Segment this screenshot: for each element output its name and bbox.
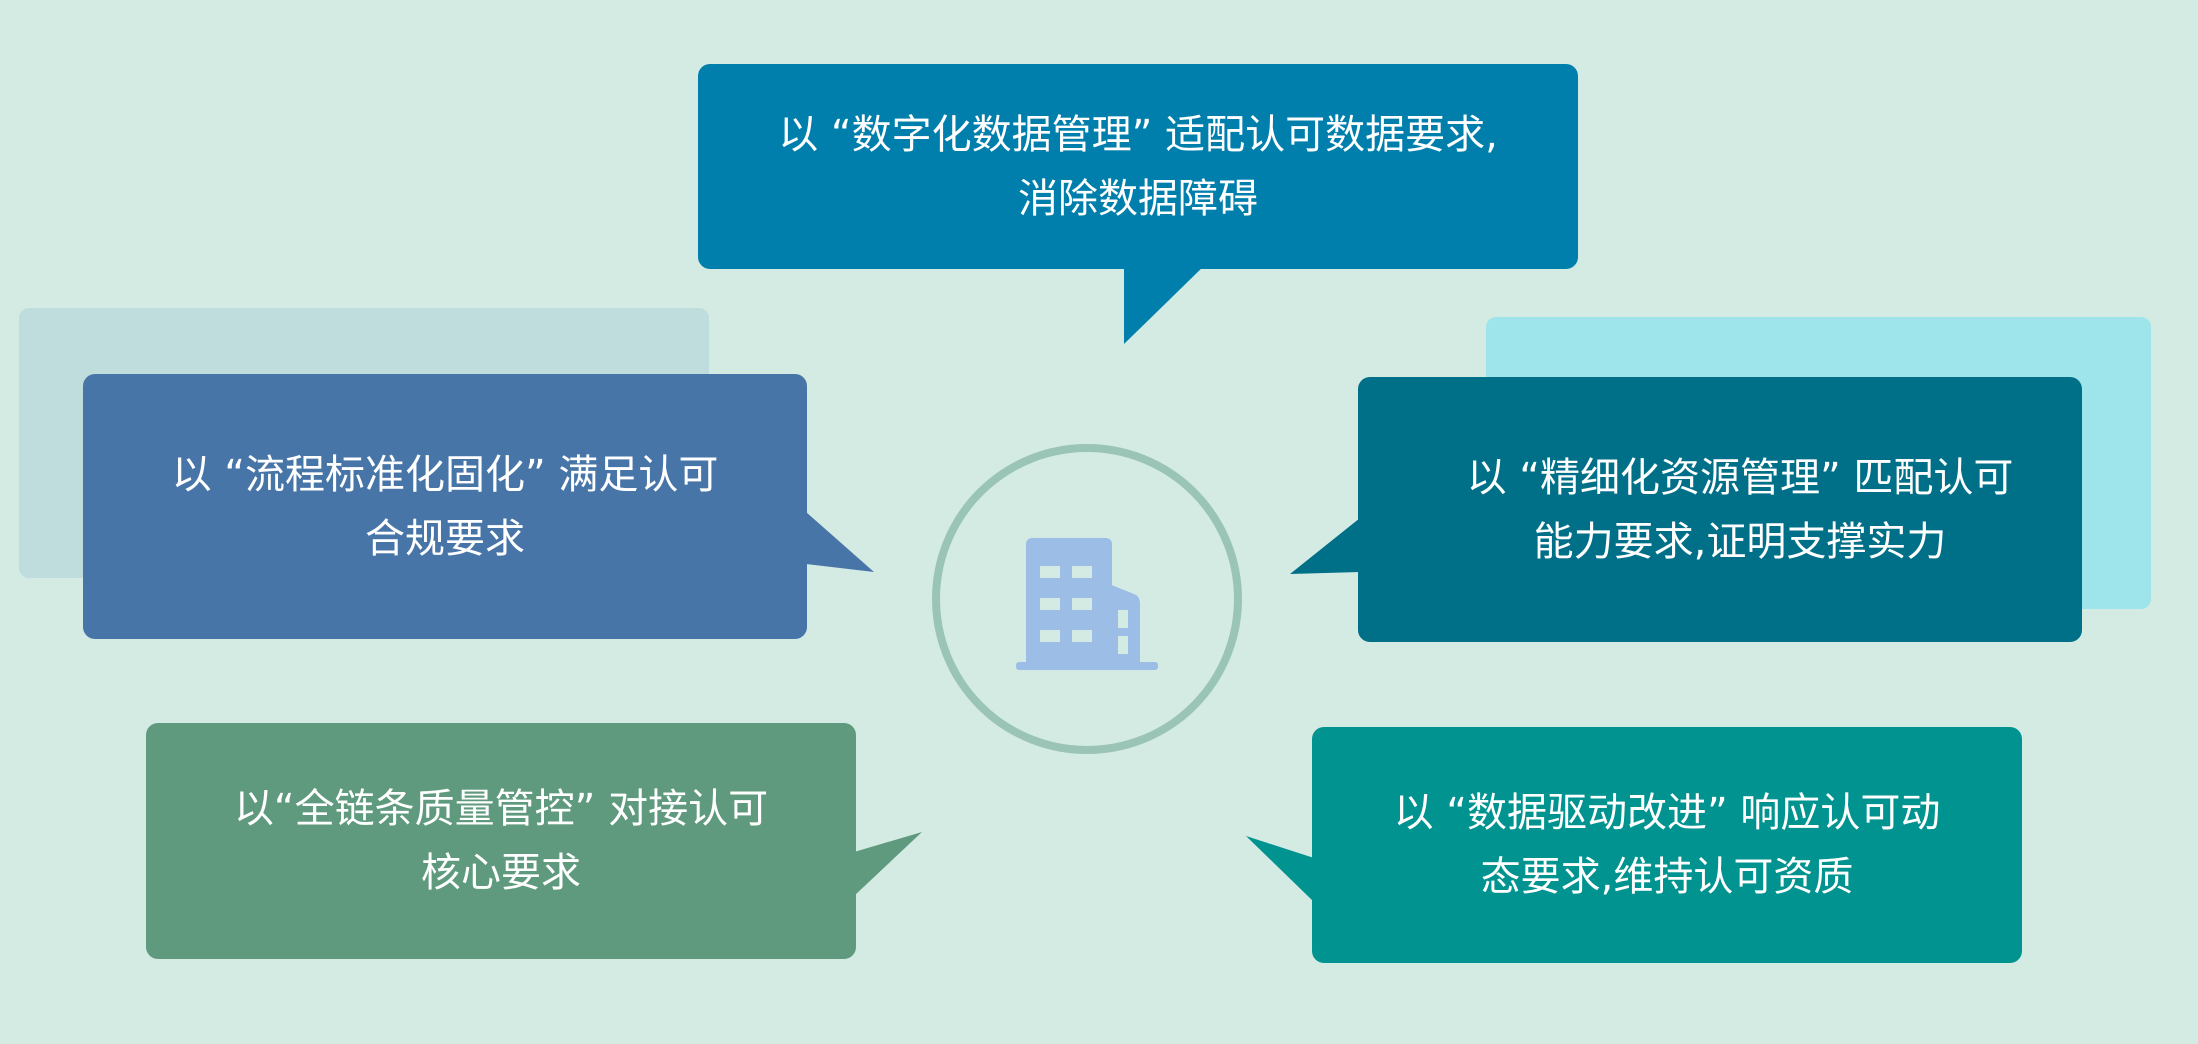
bubble-right-text: 以 “精细化资源管理” 匹配认可 能力要求,证明支撑实力 bbox=[1427, 446, 2014, 574]
bubble-bottom-left-text: 以“全链条质量管控” 对接认可 核心要求 bbox=[234, 777, 768, 905]
bubble-right-line-2: 能力要求,证明支撑实力 bbox=[1533, 518, 1947, 565]
bottom-right-bubble-tail bbox=[1246, 836, 1314, 902]
bubble-bottom-left-line-1: 以“全链条质量管控” 对接认可 bbox=[233, 786, 769, 832]
bubble-left-line-1: 以 “流程标准化固化” 满足认可 bbox=[171, 451, 719, 498]
bubble-bottom-right-line-2: 态要求,维持认可资质 bbox=[1480, 854, 1854, 900]
right-bubble-tail bbox=[1290, 518, 1360, 574]
bottom-left-bubble-tail bbox=[854, 832, 922, 896]
bubble-bottom-right-line-1: 以 “数据驱动改进” 响应认可动 bbox=[1393, 790, 1941, 836]
bubble-right-line-1: 以 “精细化资源管理” 匹配认可 bbox=[1466, 454, 2014, 501]
bubble-top-text: 以 “数字化数据管理” 适配认可数据要求, 消除数据障碍 bbox=[778, 103, 1498, 231]
bubble-top-line-1: 以 “数字化数据管理” 适配认可数据要求, bbox=[778, 111, 1498, 158]
top-bubble-tail bbox=[1124, 262, 1208, 344]
bubble-bottom-right: 以 “数据驱动改进” 响应认可动 态要求,维持认可资质 bbox=[1312, 727, 2022, 963]
bubble-bottom-left: 以“全链条质量管控” 对接认可 核心要求 bbox=[146, 723, 856, 959]
left-bubble-tail bbox=[806, 512, 874, 572]
bubble-bottom-right-text: 以 “数据驱动改进” 响应认可动 态要求,维持认可资质 bbox=[1394, 781, 1941, 909]
bubble-left-text: 以 “流程标准化固化” 满足认可 合规要求 bbox=[172, 443, 719, 571]
bubble-top: 以 “数字化数据管理” 适配认可数据要求, 消除数据障碍 bbox=[698, 64, 1578, 269]
bubble-top-line-2: 消除数据障碍 bbox=[1018, 175, 1258, 222]
bubble-left: 以 “流程标准化固化” 满足认可 合规要求 bbox=[83, 374, 807, 639]
bubble-right: 以 “精细化资源管理” 匹配认可 能力要求,证明支撑实力 bbox=[1358, 377, 2082, 642]
bubble-bottom-left-line-2: 核心要求 bbox=[420, 850, 581, 896]
center-ring bbox=[932, 444, 1242, 754]
building-icon bbox=[1016, 538, 1158, 670]
bubble-left-line-2: 合规要求 bbox=[365, 515, 525, 562]
